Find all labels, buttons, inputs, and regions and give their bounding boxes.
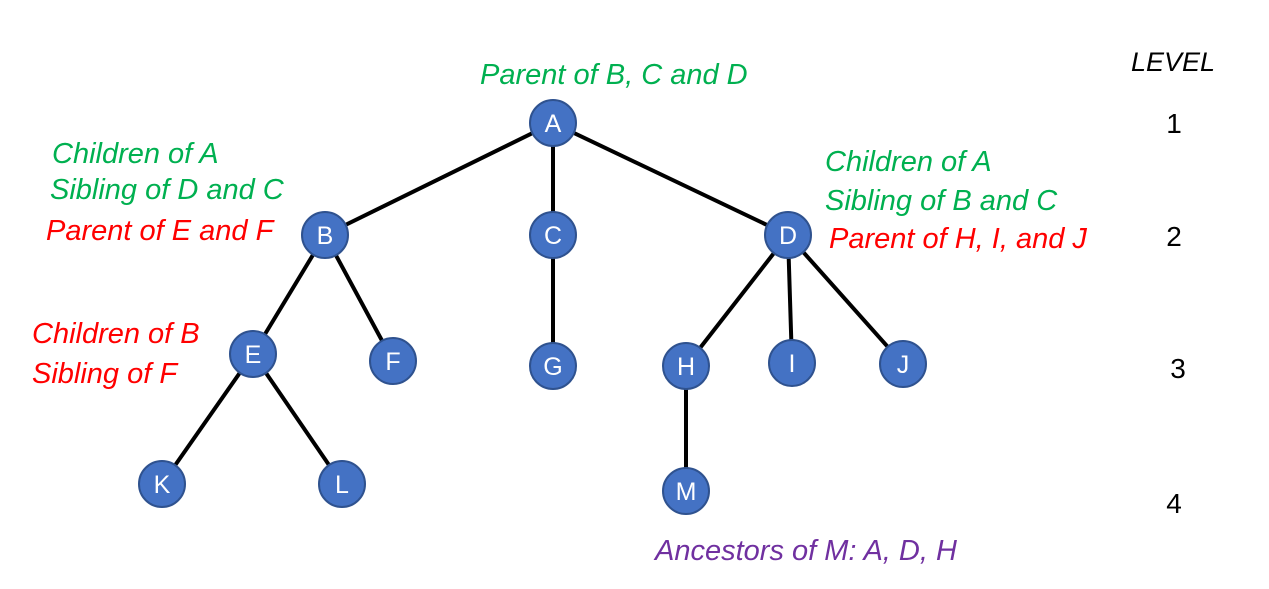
node-e: E	[229, 330, 277, 378]
edge-a-d	[552, 121, 789, 237]
edge-e-l	[251, 352, 344, 486]
d-sibling-note: Sibling of B and C	[825, 185, 1058, 217]
node-label: M	[676, 478, 697, 506]
node-j: J	[879, 340, 927, 388]
node-label: B	[317, 222, 334, 250]
node-label: H	[677, 353, 695, 381]
node-circle	[138, 460, 186, 508]
level-header: LEVEL	[1131, 47, 1215, 77]
node-h: H	[662, 342, 710, 390]
node-g: G	[529, 342, 577, 390]
nodes-layer: A B C D E F G H I J K L M	[138, 99, 927, 515]
b-parent-note: Parent of E and F	[46, 215, 276, 247]
node-m: M	[662, 467, 710, 515]
node-circle	[764, 211, 812, 259]
b-sibling-note: Sibling of D and C	[50, 174, 285, 206]
node-label: L	[335, 471, 349, 499]
node-circle	[662, 467, 710, 515]
node-label: G	[543, 353, 562, 381]
node-label: D	[779, 222, 797, 250]
level-1: 1	[1166, 108, 1182, 139]
node-l: L	[318, 460, 366, 508]
node-circle	[318, 460, 366, 508]
m-ancestors-note: Ancestors of M: A, D, H	[653, 535, 957, 567]
node-d: D	[764, 211, 812, 259]
node-a: A	[529, 99, 577, 147]
e-children-note: Children of B	[32, 318, 200, 350]
node-circle	[369, 337, 417, 385]
node-label: J	[897, 351, 910, 379]
e-sibling-note: Sibling of F	[32, 358, 179, 390]
node-label: C	[544, 222, 562, 250]
node-label: F	[385, 348, 400, 376]
node-label: K	[154, 471, 171, 499]
node-circle	[879, 340, 927, 388]
level-4: 4	[1166, 488, 1182, 519]
level-2: 2	[1166, 221, 1182, 252]
level-3: 3	[1170, 353, 1186, 384]
node-b: B	[301, 211, 349, 259]
b-children-note: Children of A	[52, 138, 219, 170]
node-label: E	[245, 341, 262, 369]
edge-d-h	[684, 233, 790, 368]
edge-a-b	[324, 121, 554, 237]
node-label: A	[545, 110, 562, 138]
d-parent-note: Parent of H, I, and J	[829, 223, 1087, 255]
d-children-note: Children of A	[825, 146, 992, 178]
node-circle	[301, 211, 349, 259]
node-label: I	[789, 350, 796, 378]
node-c: C	[529, 211, 577, 259]
node-circle	[529, 342, 577, 390]
edge-d-j	[786, 233, 905, 366]
node-circle	[529, 211, 577, 259]
node-f: F	[369, 337, 417, 385]
parent-of-a-note: Parent of B, C and D	[480, 59, 748, 91]
node-circle	[229, 330, 277, 378]
node-k: K	[138, 460, 186, 508]
node-i: I	[768, 339, 816, 387]
node-circle	[768, 339, 816, 387]
node-circle	[662, 342, 710, 390]
edge-e-k	[160, 352, 255, 486]
node-circle	[529, 99, 577, 147]
